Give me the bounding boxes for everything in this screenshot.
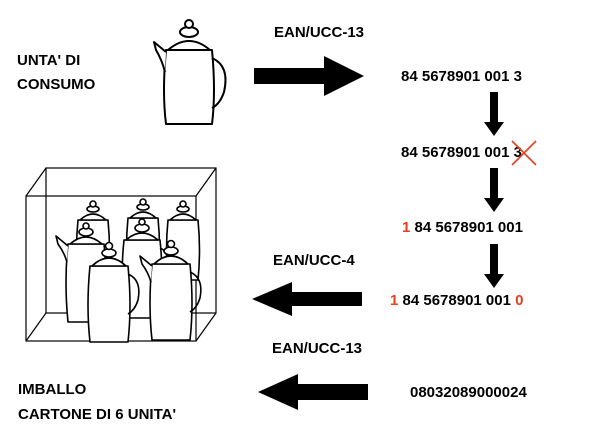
arrow-left-icon: [258, 374, 368, 410]
arrow-down-icon: [484, 244, 504, 288]
ean13-top-label: EAN/UCC-13: [274, 24, 365, 41]
code-step3-prefix: 1: [402, 219, 411, 236]
code-step4-main: 84 5678901 001: [398, 292, 516, 309]
code-step4: 1 84 5678901 001 0: [390, 292, 523, 310]
ean13-bottom-label: EAN/UCC-13: [272, 340, 363, 357]
coffee-pot-icon: [153, 19, 227, 125]
code-step4-prefix: 1: [390, 292, 399, 309]
carton-box-icon: [25, 167, 217, 343]
ean4-label: EAN/UCC-4: [273, 252, 355, 269]
consumer-unit-label-line1: UNTA' DI: [17, 52, 81, 69]
code-step2-crossed-digit: 3: [513, 144, 522, 161]
code-step2-main: 84 5678901 001: [401, 144, 514, 161]
arrow-right-icon: [254, 56, 364, 96]
code-step3: 1 84 5678901 001: [402, 219, 523, 237]
cross-out-icon: [511, 140, 537, 166]
arrow-down-icon: [484, 92, 504, 136]
code-step4-check-digit: 0: [515, 292, 524, 309]
packaging-label-line1: IMBALLO: [18, 381, 87, 398]
consumer-unit-label-line2: CONSUMO: [17, 76, 96, 93]
packaging-label-line2: CARTONE DI 6 UNITA': [18, 406, 177, 423]
code-step2: 84 5678901 001 3: [401, 144, 522, 162]
arrow-down-icon: [484, 168, 504, 212]
bottom-code: 08032089000024: [410, 384, 527, 401]
arrow-left-icon: [252, 282, 362, 316]
code-step3-main: 84 5678901 001: [410, 219, 523, 236]
code-step1: 84 5678901 001 3: [401, 68, 522, 85]
